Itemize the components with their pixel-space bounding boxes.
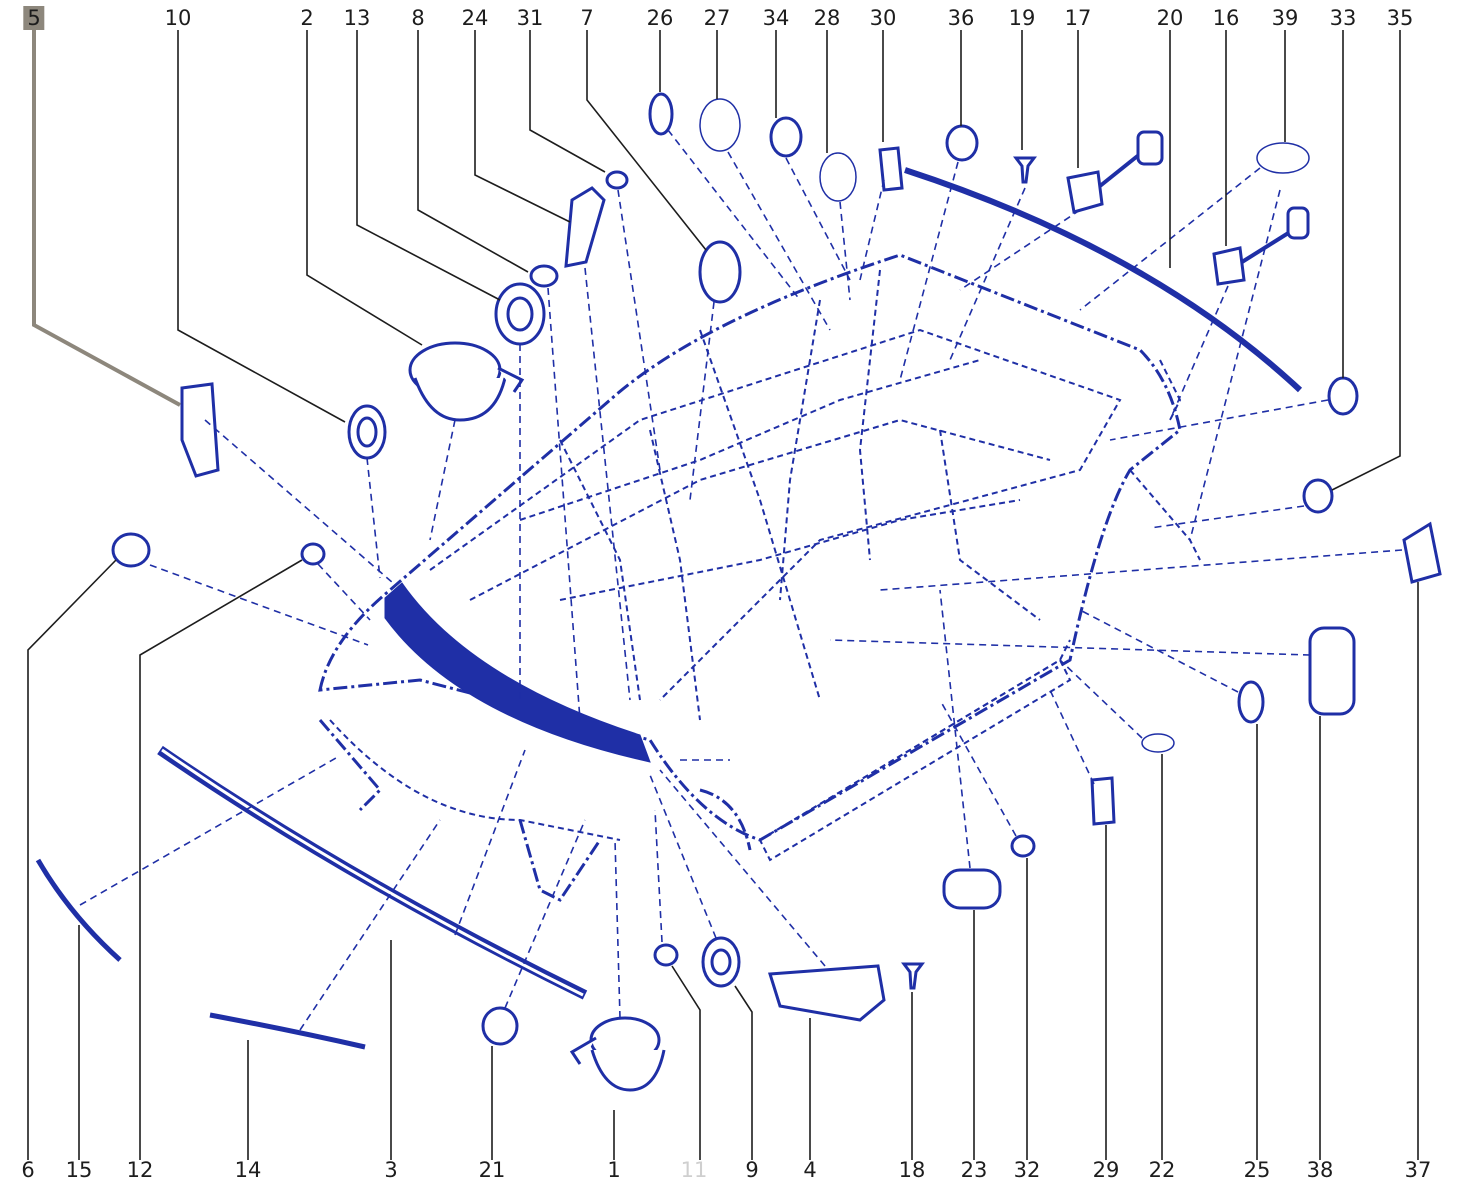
patch-27 [699, 98, 741, 152]
lower-trim-strip [209, 1012, 366, 1050]
callout-21[interactable]: 21 [478, 1158, 506, 1182]
clip-31 [605, 170, 629, 190]
callout-39[interactable]: 39 [1271, 6, 1299, 30]
clip-12 [300, 542, 326, 566]
windshield-lower-seal [157, 745, 588, 1000]
connector-17 [1066, 170, 1104, 214]
callout-10[interactable]: 10 [164, 6, 192, 30]
callout-14[interactable]: 14 [234, 1158, 262, 1182]
callout-25[interactable]: 25 [1243, 1158, 1271, 1182]
front-subframe [318, 719, 752, 902]
plug-8 [529, 264, 559, 288]
patch-39 [1256, 142, 1310, 174]
grommet-35 [1302, 478, 1334, 514]
callout-12[interactable]: 12 [126, 1158, 154, 1182]
callout-1[interactable]: 1 [607, 1158, 621, 1182]
callout-35[interactable]: 35 [1386, 6, 1414, 30]
connector-16 [1212, 246, 1246, 286]
plug-21 [481, 1006, 519, 1046]
grommet-25 [1237, 680, 1265, 724]
callout-28[interactable]: 28 [813, 6, 841, 30]
callout-3[interactable]: 3 [384, 1158, 398, 1182]
callout-16[interactable]: 16 [1212, 6, 1240, 30]
grommet-34 [769, 116, 803, 158]
grommet-36 [945, 124, 979, 162]
grommet-33 [1327, 376, 1359, 416]
windshield-lower-seal-inner [161, 748, 584, 997]
parts [111, 92, 1442, 1092]
callout-7[interactable]: 7 [580, 6, 594, 30]
grommet-26 [648, 92, 674, 136]
grommet-23 [942, 868, 1002, 910]
mount-37 [1402, 521, 1442, 584]
callout-11[interactable]: 11 [680, 1158, 708, 1182]
clip-30 [878, 146, 904, 192]
screw-18 [901, 962, 925, 990]
bracket-5 [180, 382, 220, 478]
roof-trim-strip [904, 167, 1303, 393]
callout-30[interactable]: 30 [869, 6, 897, 30]
side-trim-strip [35, 858, 122, 962]
callout-5[interactable]: 5 [23, 6, 45, 30]
clip-32 [1010, 834, 1036, 858]
callout-13[interactable]: 13 [343, 6, 371, 30]
plug-7 [698, 240, 742, 304]
callout-20[interactable]: 20 [1156, 6, 1184, 30]
callout-22[interactable]: 22 [1148, 1158, 1176, 1182]
callout-15[interactable]: 15 [65, 1158, 93, 1182]
clip-11 [653, 943, 679, 967]
callout-8[interactable]: 8 [411, 6, 425, 30]
leader-lines [27, 30, 1419, 1160]
callout-29[interactable]: 29 [1092, 1158, 1120, 1182]
callout-36[interactable]: 36 [947, 6, 975, 30]
callout-32[interactable]: 32 [1013, 1158, 1041, 1182]
callout-6[interactable]: 6 [21, 1158, 35, 1182]
patch-22 [1141, 733, 1175, 753]
callout-27[interactable]: 27 [703, 6, 731, 30]
bracket-24 [564, 186, 606, 268]
front-crossmember [384, 582, 651, 763]
plug-6 [111, 532, 151, 568]
callout-37[interactable]: 37 [1404, 1158, 1432, 1182]
callout-24[interactable]: 24 [461, 6, 489, 30]
callout-31[interactable]: 31 [516, 6, 544, 30]
callout-34[interactable]: 34 [762, 6, 790, 30]
clip-29 [1090, 776, 1116, 826]
callout-33[interactable]: 33 [1329, 6, 1357, 30]
callout-26[interactable]: 26 [646, 6, 674, 30]
callout-4[interactable]: 4 [803, 1158, 817, 1182]
callout-9[interactable]: 9 [745, 1158, 759, 1182]
callout-38[interactable]: 38 [1306, 1158, 1334, 1182]
patch-28 [819, 152, 857, 202]
callout-17[interactable]: 17 [1064, 6, 1092, 30]
bracket-4 [768, 964, 886, 1022]
callout-19[interactable]: 19 [1008, 6, 1036, 30]
screw-19 [1013, 156, 1037, 184]
cover-38 [1308, 626, 1356, 716]
assembly-lines [79, 129, 1403, 1031]
callout-23[interactable]: 23 [960, 1158, 988, 1182]
side-sill-rail [758, 658, 1072, 862]
callout-18[interactable]: 18 [898, 1158, 926, 1182]
callout-2[interactable]: 2 [300, 6, 314, 30]
